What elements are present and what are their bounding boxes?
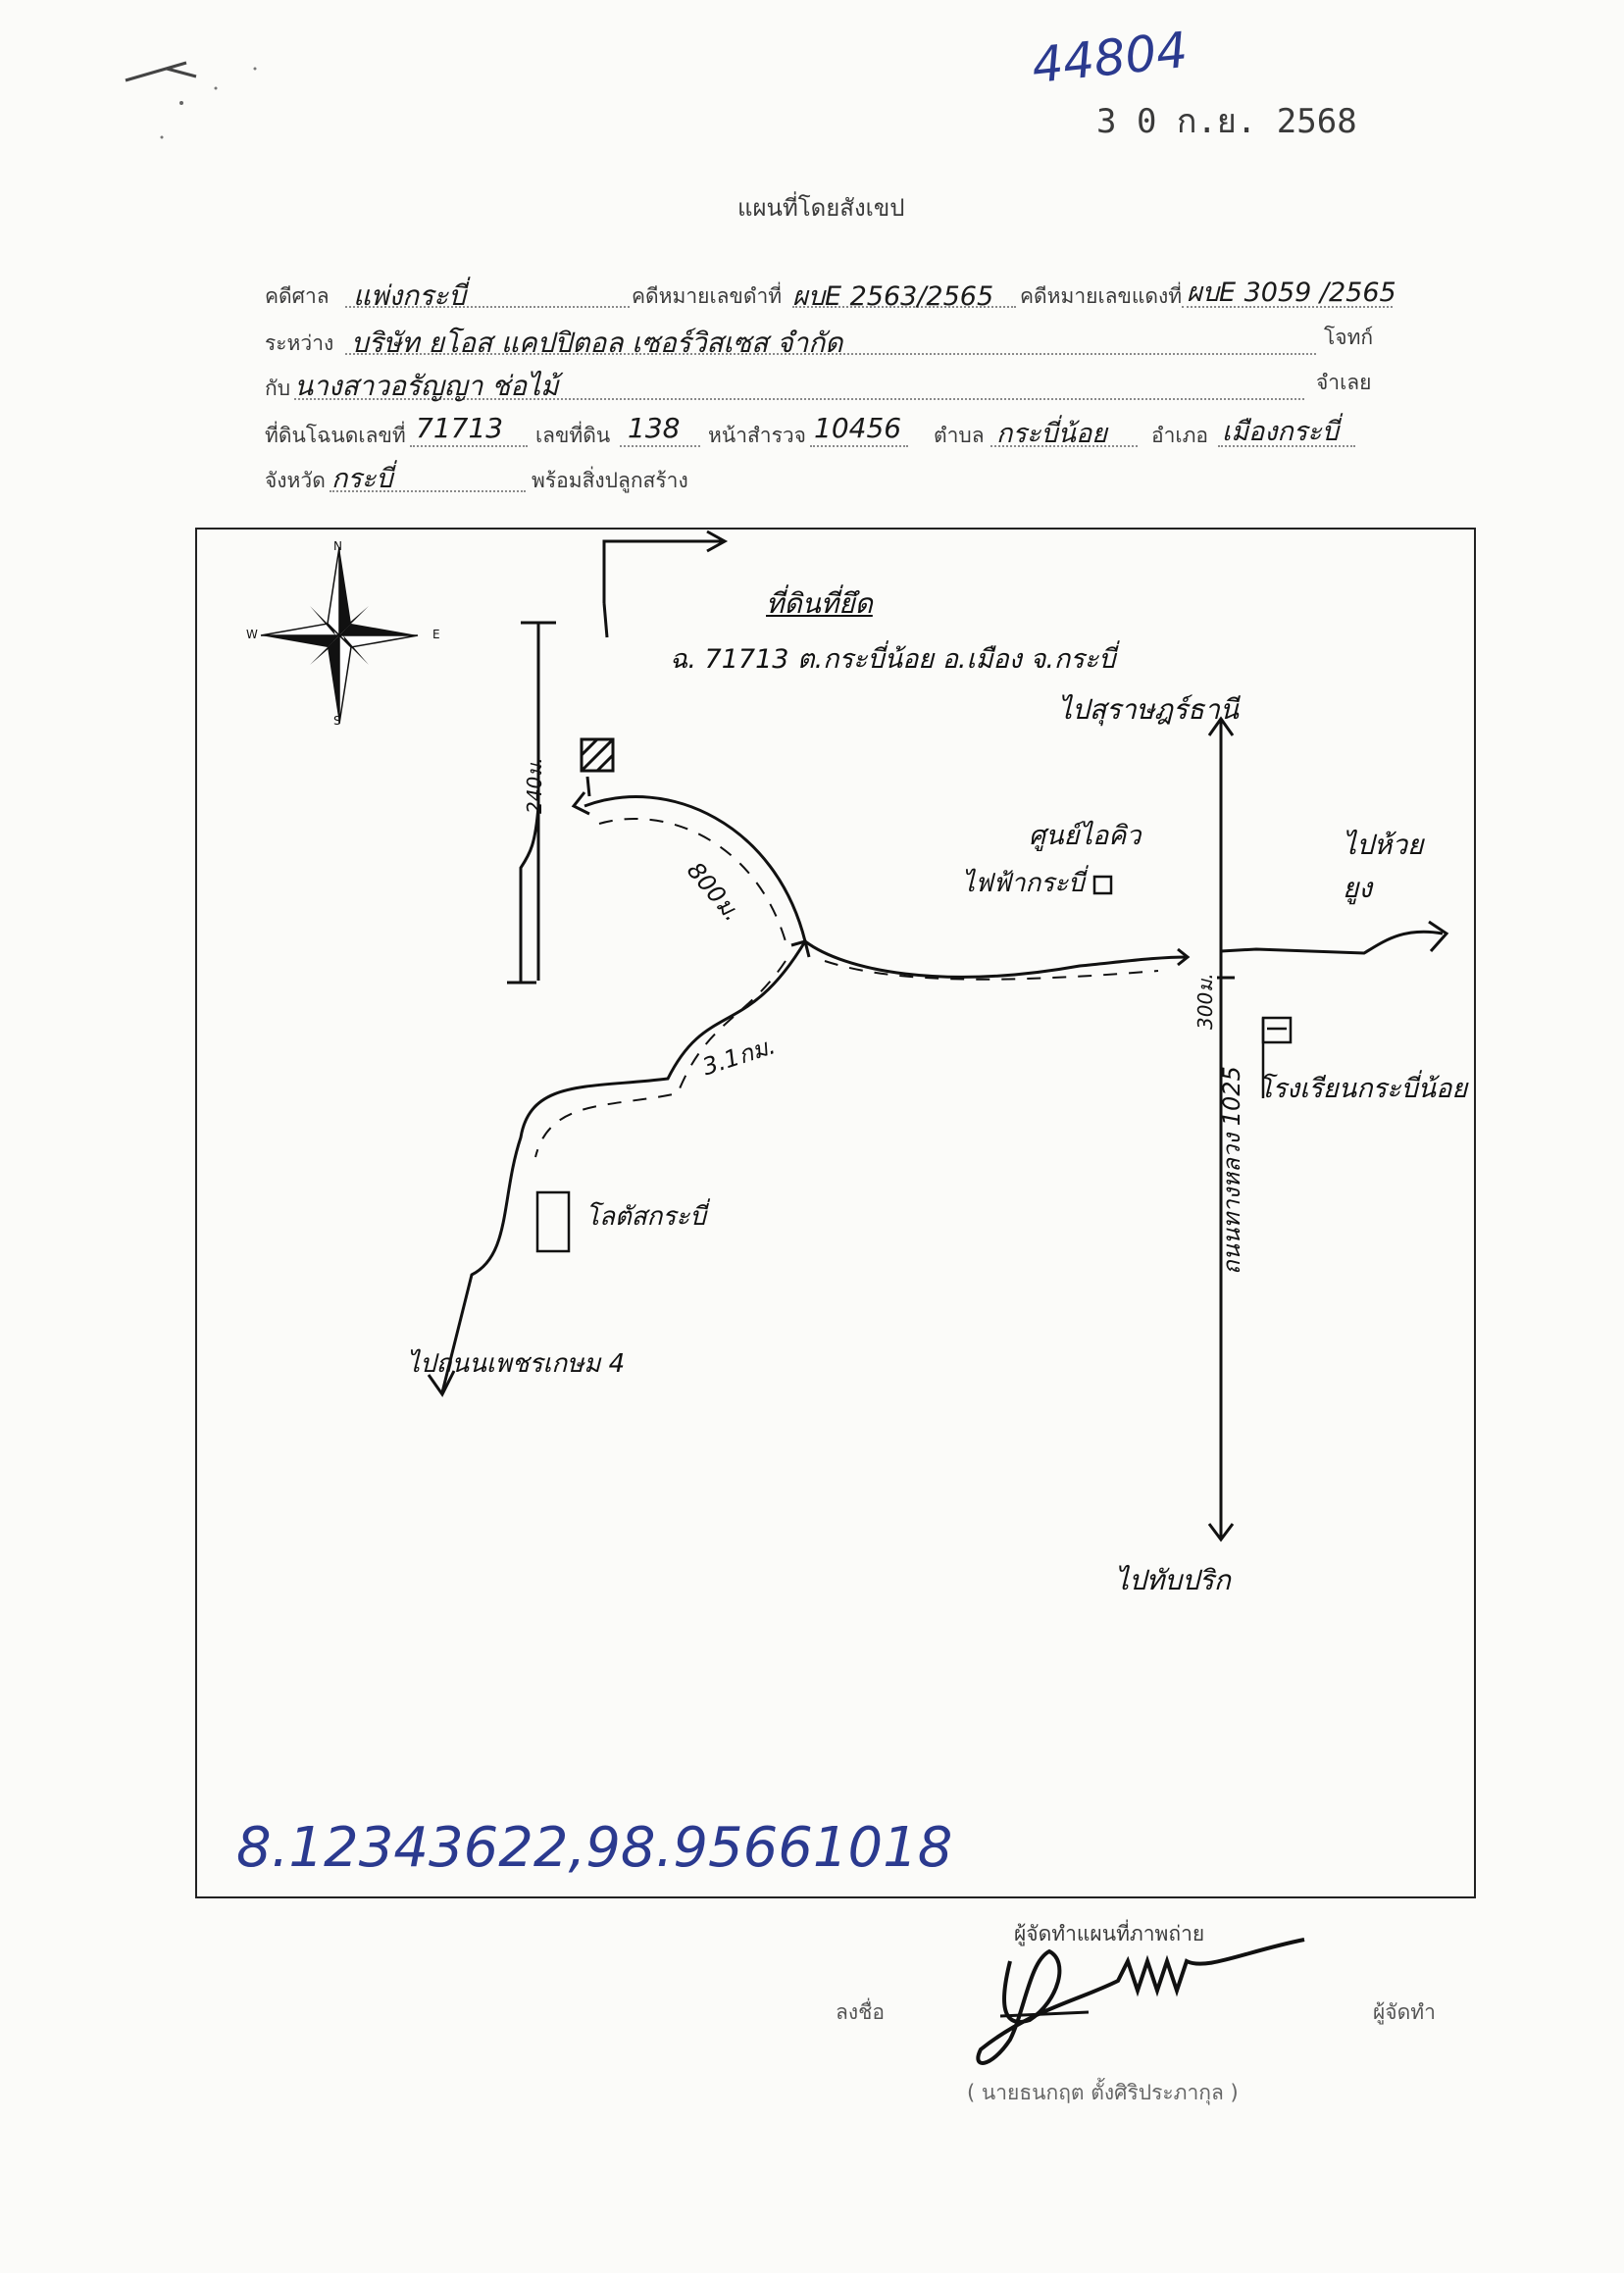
red-case-label: คดีหมายเลขแดงที่ [1020,284,1183,308]
defendant-label: จำเลย [1316,371,1372,394]
court-label: คดีศาล [265,284,330,308]
to-tha-sai-label: ไปทับปริก [1115,1564,1231,1596]
lodge-box [535,1190,571,1253]
corner-scribble [125,61,257,139]
compass-e-label: E [432,628,440,641]
title-deed-label: ที่ดินโฉนดเลขที่ [265,424,406,447]
with-buildings-label: พร้อมสิ่งปลูกสร้าง [532,469,688,492]
stamp-number: 44804 [1029,21,1191,95]
title-deed-value: 71713 [416,412,504,444]
compass-rose-icon [260,546,419,725]
krabi-fire-label: ไฟฟ้ากระบี่ [962,869,1085,898]
school-flag-icon [1261,1016,1293,1098]
red-case-value: ผบE 3059 /2565 [1187,278,1396,308]
to-huai-yung-label: ไปห้วยยูง [1343,829,1424,904]
page-title: แผนที่โดยสังเขป [737,194,905,222]
district-value: เมืองกระบี่ [1222,417,1339,447]
compass-n-label: N [333,539,342,553]
black-case-label: คดีหมายเลขดำที่ [632,284,783,308]
province-value: กระบี่ [331,464,393,494]
coordinates-label: 8.12343622,98.95661018 [236,1816,953,1880]
survey-page-label: หน้าสำรวจ [708,424,806,447]
target-sub-label: ฉ. 71713 ต.กระบี่น้อย อ.เมือง จ.กระบี่ [670,644,1116,675]
subdistrict-value: กระบี่น้อย [996,419,1107,449]
land-no-label: เลขที่ดิน [535,424,611,447]
compass-s-label: S [333,714,341,728]
to-surat-label: ไปสุราษฎร์ธานี [1058,693,1239,726]
land-no-value: 138 [628,412,681,444]
highway-label: ถนนทางหลวง 1025 [1218,1066,1245,1275]
signature-scribble [976,1938,1305,2065]
school-label: โรงเรียนกระบี่น้อย [1258,1074,1468,1104]
left-road [507,530,729,985]
to-lane4-label: ไปถนนเพชรเกษม 4 [407,1349,626,1379]
with-label: กับ [265,377,291,400]
between-label: ระหว่าง [265,331,334,355]
krabi-lodge-label: โลตัสกระบี่ [585,1202,706,1232]
dist-240-label: 240ม. [523,757,546,814]
highway-road [1207,716,1449,1542]
target-label: ที่ดินที่ยึด [766,587,873,620]
court-value: แพ่งกระบี่ [353,279,466,312]
oil-center-label: ศูนย์ไอคิว [1029,821,1142,851]
map-frame: N W E S ที่ดินที่ยึด ฉ. 71713 ต.กระบี่น้… [195,528,1476,1898]
stamp-date: 3 0 ก.ย. 2568 [1096,102,1357,141]
defendant-value: นางสาวอรัญญา ช่อไม้ [294,370,559,402]
mapper-label: ผู้จัดทำแผนที่ภาพถ่าย [1014,1922,1205,1945]
plaintiff-label: โจทก์ [1324,326,1374,349]
district-label: อำเภอ [1151,424,1209,447]
signer-name: ( นายธนกฤต ตั้งศิริประภากุล ) [967,2081,1239,2104]
access-road [427,791,1191,1397]
oil-center-box [1092,875,1113,895]
subdistrict-label: ตำบล [934,424,985,447]
survey-page-value: 10456 [814,412,902,444]
sign-label: ลงชื่อ [836,2000,885,2024]
target-parcel [580,737,615,797]
maker-label: ผู้จัดทำ [1373,2000,1436,2024]
black-case-value: ผบE 2563/2565 [792,281,994,312]
plaintiff-value: บริษัท ยโอส แคปปิตอล เซอร์วิสเซส จำกัด [351,327,843,359]
compass-w-label: W [246,628,258,641]
province-label: จังหวัด [265,469,326,492]
sketch-map [260,530,1449,1542]
dist-300-label: 300ม. [1193,973,1217,1030]
